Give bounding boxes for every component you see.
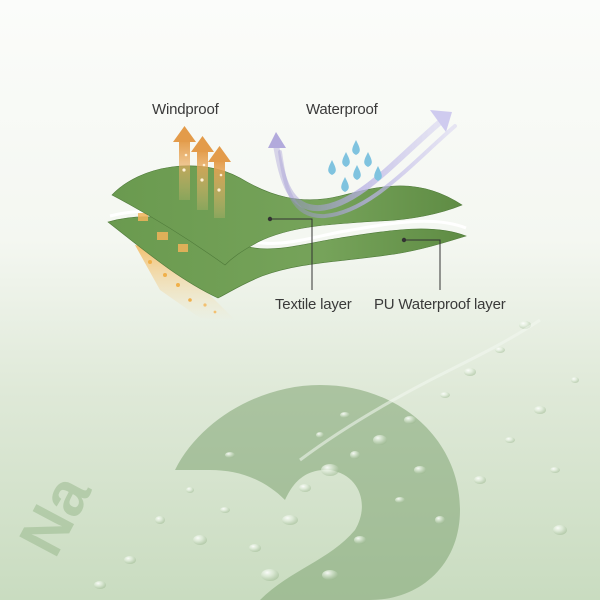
svg-text:Na: Na bbox=[6, 464, 104, 567]
textile-layer-label: Textile layer bbox=[275, 296, 352, 313]
brand-logo-watermark: Na bbox=[6, 385, 460, 600]
water-flow-arrow-icon bbox=[268, 110, 457, 219]
waterproof-label: Waterproof bbox=[306, 101, 378, 118]
pu-waterproof-layer-label: PU Waterproof layer bbox=[374, 296, 506, 313]
water-droplets-surface bbox=[94, 318, 579, 589]
wind-arrow-icon bbox=[173, 126, 231, 218]
pu-layer-leader bbox=[401, 237, 441, 290]
textile-layer-leader bbox=[267, 216, 313, 290]
water-drop-icon bbox=[328, 140, 382, 192]
wind-spray-particles bbox=[135, 245, 235, 320]
wind-particle-squares bbox=[138, 213, 188, 252]
windproof-label: Windproof bbox=[152, 101, 219, 118]
